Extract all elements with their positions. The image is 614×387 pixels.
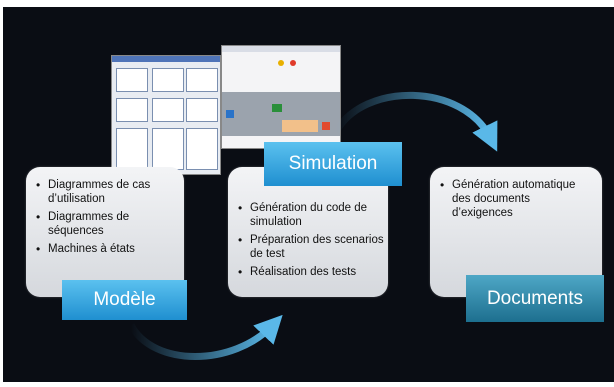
list-item: Machines à états bbox=[35, 242, 180, 256]
list-item: Réalisation des tests bbox=[237, 265, 385, 279]
arrow-simulation-to-documents bbox=[332, 91, 498, 152]
uml-editor-window bbox=[111, 55, 221, 175]
list-item: Diagrammes de séquences bbox=[35, 210, 180, 238]
simulation-label: Simulation bbox=[264, 142, 402, 186]
simulation-window bbox=[221, 45, 341, 149]
documents-list: Génération automatique des documents d’e… bbox=[439, 178, 589, 224]
flow-arrows bbox=[127, 91, 498, 360]
simulation-card: Génération du code de simulation Prépara… bbox=[228, 167, 388, 297]
modele-list: Diagrammes de cas d’utilisation Diagramm… bbox=[35, 178, 180, 260]
list-item: Préparation des scenarios de test bbox=[237, 233, 385, 261]
modele-label: Modèle bbox=[62, 280, 187, 320]
list-item: Génération automatique des documents d’e… bbox=[439, 178, 589, 220]
software-screenshots-image bbox=[111, 45, 341, 175]
list-item: Génération du code de simulation bbox=[237, 201, 385, 229]
list-item: Diagrammes de cas d’utilisation bbox=[35, 178, 180, 206]
process-slide: Diagrammes de cas d’utilisation Diagramm… bbox=[3, 7, 614, 382]
simulation-list: Génération du code de simulation Prépara… bbox=[237, 201, 385, 283]
documents-label: Documents bbox=[466, 275, 604, 322]
modele-card: Diagrammes de cas d’utilisation Diagramm… bbox=[26, 167, 184, 297]
arrow-modele-to-simulation bbox=[127, 314, 283, 360]
